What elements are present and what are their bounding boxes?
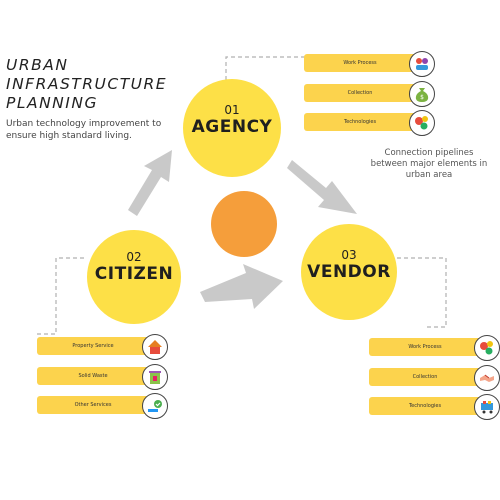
gears-icon (474, 335, 500, 361)
vendor-item-collection: Collection (369, 368, 481, 386)
title-line: URBAN (6, 56, 69, 74)
vendor-connector (397, 257, 447, 328)
vendor-item-work-process: Work Process (369, 338, 481, 356)
recycle-bin-icon (142, 364, 168, 390)
service-check-icon (142, 393, 168, 419)
agency-name: AGENCY (191, 117, 273, 137)
money-bag-icon: $ (409, 81, 435, 107)
agency-item-technologies: Technologies (304, 113, 416, 131)
title-line: PLANNING (6, 94, 98, 112)
citizen-number: 02 (126, 250, 142, 264)
arrow-citizen-to-vendor (200, 264, 283, 309)
arrow-agency-to-vendor (287, 160, 357, 214)
agency-item-work-process: Work Process (304, 54, 416, 72)
citizen-name: CITIZEN (94, 264, 174, 284)
gears-icon (409, 110, 435, 136)
citizen-item-solid-waste: Solid Waste (37, 367, 149, 385)
citizen-item-other-services: Other Services (37, 396, 149, 414)
page-title: URBAN INFRASTRUCTURE PLANNING (6, 56, 206, 113)
connection-note: Connection pipelines between major eleme… (370, 148, 488, 180)
cart-icon (474, 394, 500, 420)
vendor-number: 03 (341, 248, 357, 262)
handshake-icon (474, 365, 500, 391)
title-line: INFRASTRUCTURE (6, 75, 168, 93)
vendor-name: VENDOR (307, 262, 391, 282)
agency-connector (225, 56, 305, 80)
arrow-citizen-to-agency (128, 150, 172, 216)
citizen-node: 02 CITIZEN (87, 230, 181, 324)
page-subtitle: Urban technology improvement to ensure h… (6, 119, 162, 141)
agency-item-collection: Collection (304, 84, 416, 102)
svg-text:$: $ (420, 94, 424, 101)
center-hub-circle (211, 191, 277, 257)
vendor-item-technologies: Technologies (369, 397, 481, 415)
citizen-connector (37, 257, 84, 335)
people-gear-icon (409, 51, 435, 77)
citizen-item-property-service: Property Service (37, 337, 149, 355)
house-icon (142, 334, 168, 360)
agency-number: 01 (224, 103, 240, 117)
vendor-node: 03 VENDOR (301, 224, 397, 320)
agency-node: 01 AGENCY (183, 79, 281, 177)
